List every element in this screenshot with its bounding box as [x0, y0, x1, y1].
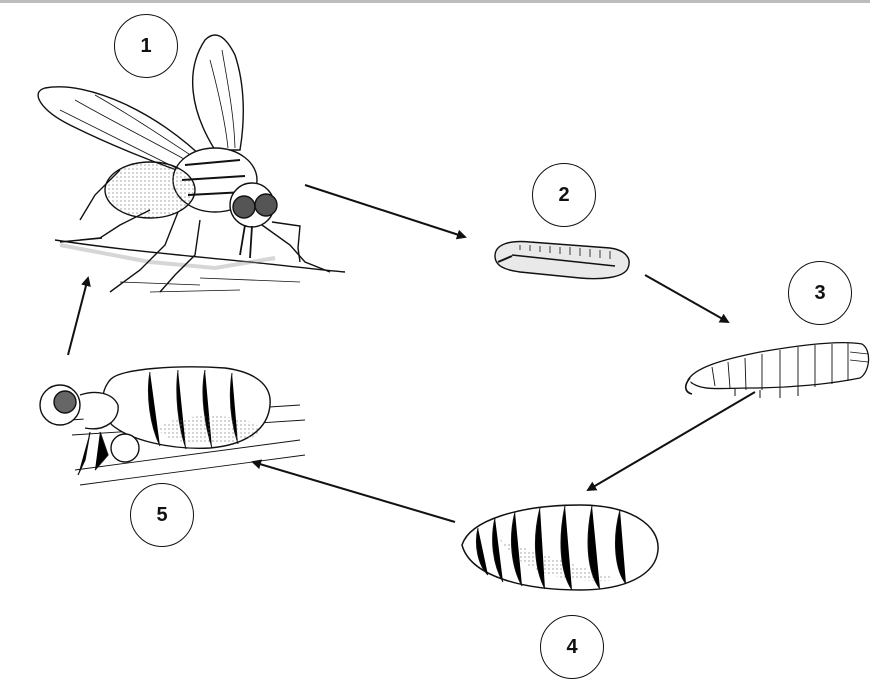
arrow-5-to-1 — [68, 278, 88, 355]
emerging-fly-illustration — [40, 367, 305, 485]
arrow-2-to-3 — [645, 275, 728, 322]
arrow-3-to-4 — [588, 392, 755, 490]
arrow-4-to-5 — [253, 462, 455, 522]
stage-number-1: 1 — [114, 14, 178, 78]
stage-number-2: 2 — [532, 163, 596, 227]
stage-number-4: 4 — [540, 615, 604, 679]
larva-illustration — [686, 343, 869, 398]
arrow-1-to-2 — [305, 185, 465, 237]
stage-number-3: 3 — [788, 261, 852, 325]
adult-fly-illustration — [38, 35, 345, 292]
stage-number-5: 5 — [130, 483, 194, 547]
egg-illustration — [495, 242, 629, 279]
pupa-illustration — [462, 505, 658, 590]
